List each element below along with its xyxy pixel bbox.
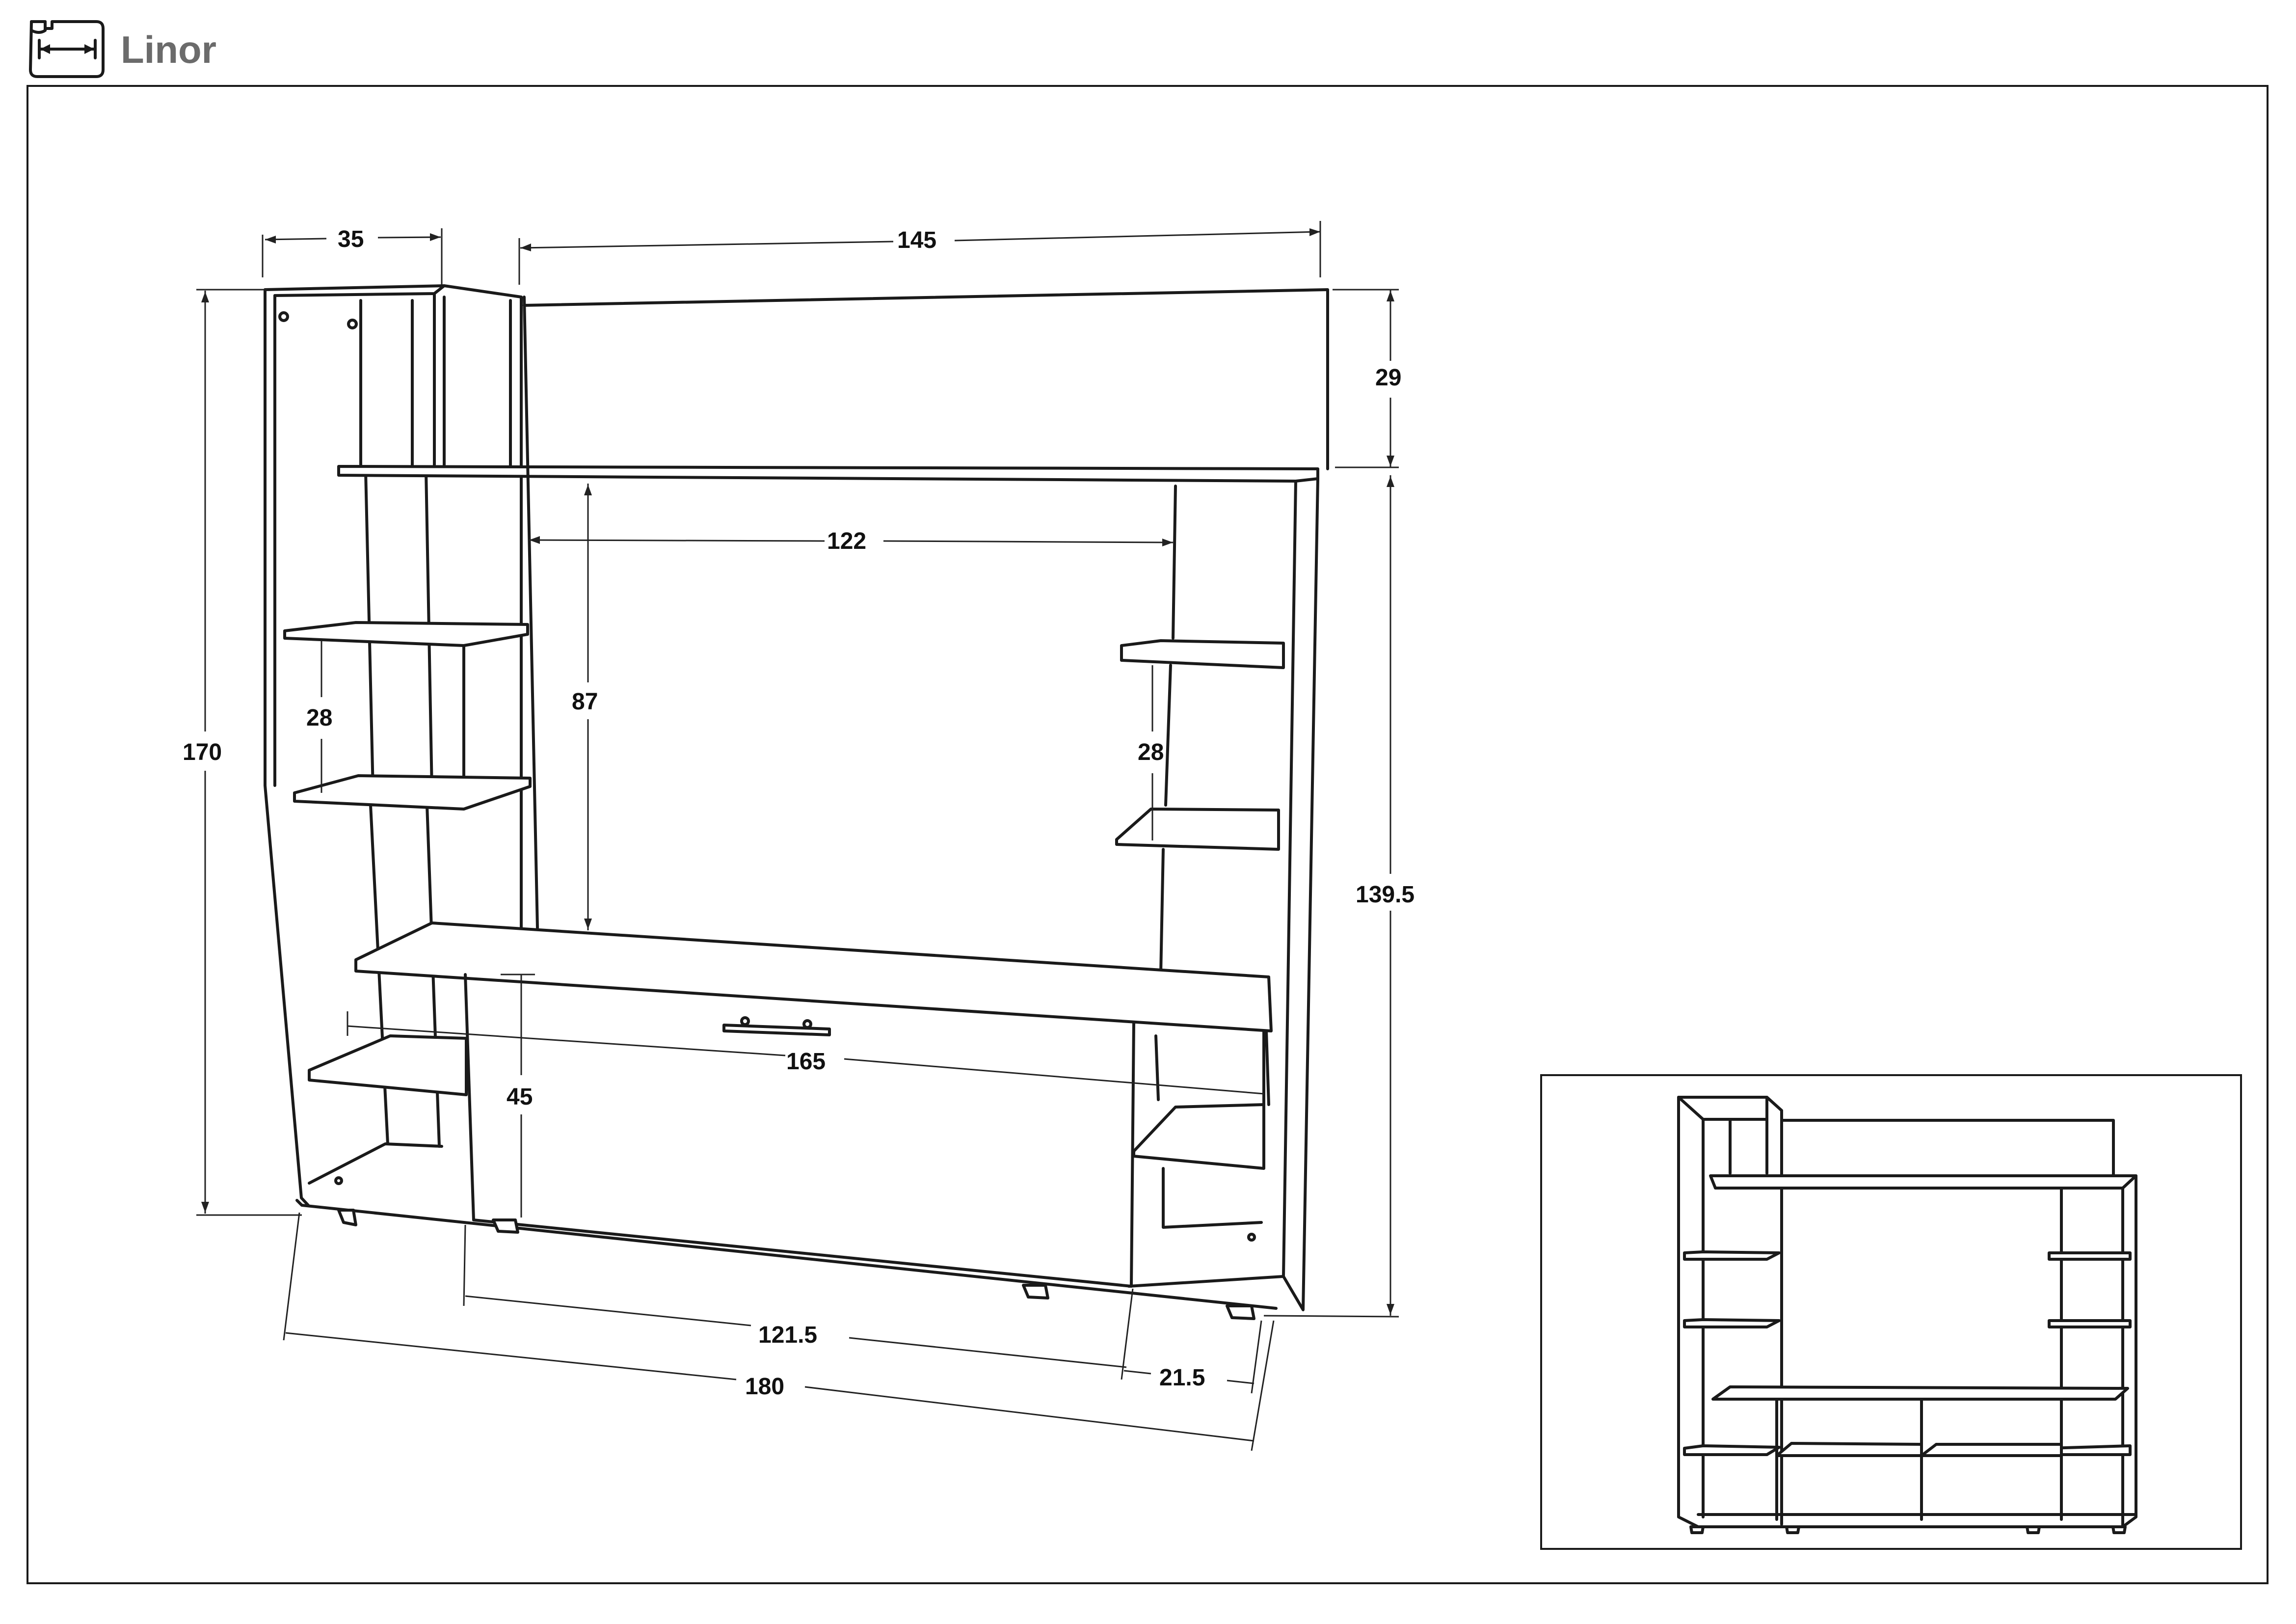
page-title: Linor bbox=[121, 28, 216, 71]
dim-label-top-panel-height: 29 bbox=[1375, 365, 1401, 391]
dim-label-top-width: 145 bbox=[897, 227, 936, 253]
dim-label-shelf-width: 165 bbox=[786, 1049, 826, 1075]
dimension-lines bbox=[196, 221, 1399, 1451]
width-dimension-icon bbox=[29, 20, 105, 78]
dim-label-left-shelf-spacing: 28 bbox=[306, 705, 332, 731]
dim-label-side-section-width: 21.5 bbox=[1159, 1365, 1205, 1391]
dim-label-cabinet-width: 121.5 bbox=[758, 1322, 817, 1348]
dim-label-right-shelf-spacing: 28 bbox=[1138, 739, 1164, 765]
dim-label-total-height: 170 bbox=[183, 739, 222, 765]
dim-label-height-to-shelf: 139.5 bbox=[1356, 882, 1415, 908]
main-frame bbox=[27, 85, 2269, 1584]
header: Linor bbox=[29, 20, 216, 78]
dimension-labels: 35 145 29 170 122 87 28 28 139.5 165 45 … bbox=[183, 226, 1415, 1400]
dim-label-total-width: 180 bbox=[745, 1374, 784, 1400]
furniture-thumbnail-view bbox=[1677, 1096, 2137, 1534]
dim-label-inner-width: 122 bbox=[827, 528, 866, 554]
thumbnail-frame bbox=[1540, 1074, 2242, 1550]
dim-label-cabinet-height: 45 bbox=[507, 1084, 533, 1110]
dim-label-top-left-depth: 35 bbox=[338, 226, 364, 252]
dim-label-inner-height: 87 bbox=[572, 689, 598, 715]
furniture-main-view bbox=[264, 284, 1329, 1320]
